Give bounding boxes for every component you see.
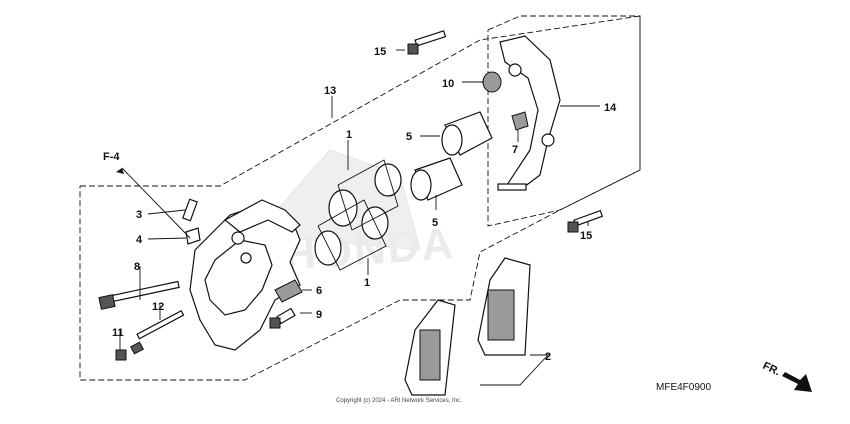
- brake-pad-inner: [404, 299, 456, 396]
- pin-12: [130, 309, 185, 355]
- bolt-15-top: [407, 30, 447, 55]
- direction-label: FR.: [761, 360, 782, 378]
- callout-10: 10: [442, 78, 454, 90]
- bolt-15-bottom: [567, 209, 604, 233]
- pad-spring: [274, 279, 303, 303]
- pin-bolt-8: [98, 280, 180, 310]
- piston-upper: [441, 111, 493, 156]
- seal-box-upper: [337, 159, 399, 231]
- callout-13: 13: [324, 85, 336, 97]
- leader-lines: [119, 49, 600, 386]
- callout-1-upper: 1: [346, 129, 352, 141]
- callout-2: 2: [545, 351, 551, 363]
- callout-6: 6: [316, 285, 322, 297]
- callout-3: 3: [136, 209, 142, 221]
- callout-7: 7: [512, 144, 518, 156]
- callout-1-lower: 1: [364, 277, 370, 289]
- reference-label[interactable]: F-4: [103, 151, 120, 163]
- callout-9: 9: [316, 309, 322, 321]
- nut-11: [115, 349, 127, 361]
- front-direction-arrow-icon: FR.: [761, 360, 812, 392]
- piston-lower: [410, 157, 463, 201]
- callout-11: 11: [112, 327, 124, 339]
- piston-seals-upper: [328, 163, 402, 227]
- bleeder-screw: [182, 198, 201, 245]
- seal-box-lower: [317, 199, 387, 271]
- callout-15-bottom: 15: [580, 230, 592, 242]
- reference-arrow-icon: [116, 168, 124, 174]
- bleeder-9: [269, 307, 296, 329]
- copyright-text: Copyright (c) 2024 - ARI Network Service…: [336, 398, 462, 404]
- caliper-body: [189, 199, 301, 351]
- pad-clip-7: [511, 111, 529, 131]
- caliper-bracket: [497, 35, 561, 191]
- brake-pad-outer: [477, 257, 531, 356]
- boot-10: [482, 71, 502, 93]
- callout-5-upper: 5: [406, 131, 412, 143]
- callout-4: 4: [136, 234, 143, 246]
- callout-5-lower: 5: [432, 217, 438, 229]
- callout-15-top: 15: [374, 46, 386, 58]
- callout-12: 12: [152, 301, 164, 313]
- caliper-assembly-outline: [79, 15, 641, 381]
- callout-14: 14: [604, 102, 617, 114]
- diagram-code: MFE4F0900: [656, 382, 711, 393]
- callout-8: 8: [134, 261, 140, 273]
- bracket-outline: [487, 15, 641, 227]
